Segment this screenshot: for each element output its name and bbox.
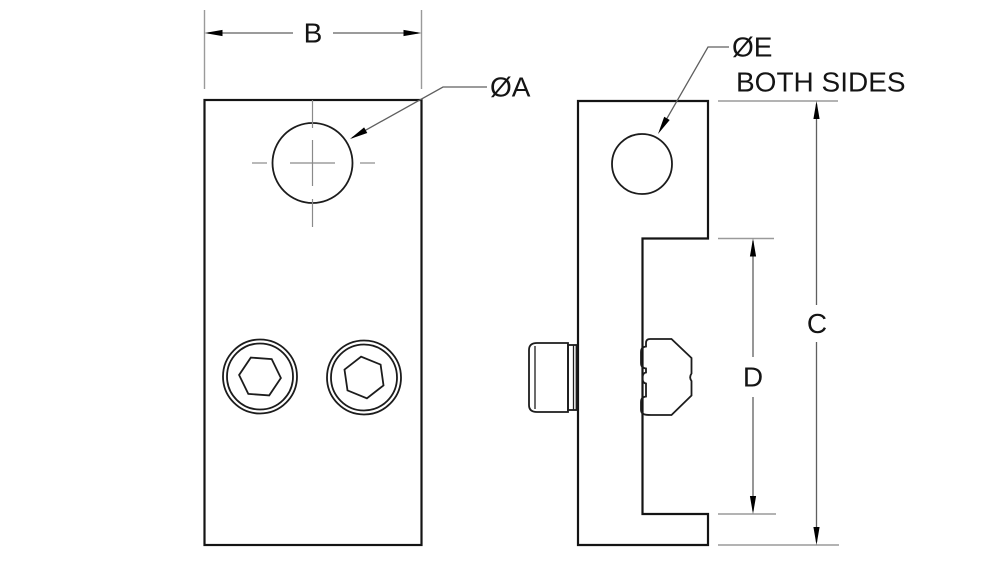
dim-d-label: D (743, 362, 763, 393)
socket-screw-right-icon (326, 339, 402, 416)
dim-c-label: C (807, 308, 827, 339)
slot-screw-hex-profile-icon (640, 338, 693, 416)
screw-neck-band (567, 344, 578, 411)
dimension-c: C (718, 100, 839, 546)
dim-b-label: B (304, 18, 323, 49)
screw-right-hex-socket (343, 355, 385, 400)
hole-e-circle (611, 133, 673, 195)
dim-b-arrow-left-icon (204, 29, 223, 37)
front-view (203, 98, 423, 547)
dimension-d: D (718, 237, 776, 515)
dim-b-arrow-right-icon (403, 29, 422, 37)
hole-e-label: ØE (732, 32, 772, 63)
screw-head-profile (528, 342, 569, 413)
dim-c-arrow-bottom-icon (813, 527, 820, 545)
dimension-b: B (203, 10, 423, 89)
side-view-outline (576, 99, 710, 547)
hole-a-label: ØA (490, 72, 531, 103)
callout-hole-e: ØE BOTH SIDES (658, 32, 906, 134)
hole-e-leader-arrow-icon (658, 116, 670, 134)
side-view (528, 99, 710, 547)
hole-a-centerline (252, 100, 375, 227)
dim-c-arrow-top-icon (813, 101, 820, 119)
screw-left-hex-socket (238, 356, 282, 397)
screw-left-outer-circle (222, 338, 298, 415)
screw-right-inner-circle (330, 343, 398, 412)
hole-e-leader-line (659, 46, 729, 131)
callout-hole-a: ØA (350, 72, 531, 139)
screw-right-outer-circle (326, 339, 402, 416)
screw-head-side-icon (528, 342, 578, 413)
hole-a-leader-arrow-icon (350, 127, 368, 139)
hole-a-leader-line (351, 86, 487, 139)
dim-d-arrow-bottom-icon (749, 496, 757, 514)
socket-screw-left-icon (222, 338, 298, 415)
hole-e-note-label: BOTH SIDES (736, 67, 906, 98)
screw-left-inner-circle (226, 342, 294, 411)
dim-d-arrow-top-icon (749, 238, 757, 257)
